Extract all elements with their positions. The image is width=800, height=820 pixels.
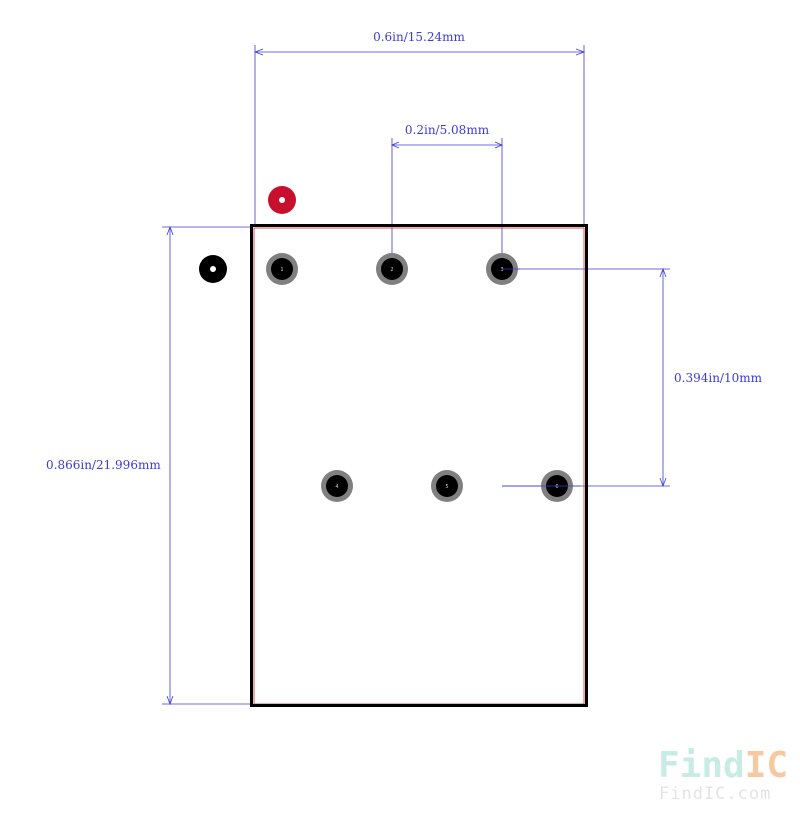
pin-pitch-dimension — [390, 138, 504, 269]
pin1-marker-red — [268, 186, 296, 214]
row-spacing-label: 0.394in/10mm — [674, 371, 763, 385]
overall-width-label: 0.6in/15.24mm — [373, 30, 465, 44]
overall-width-dimension — [253, 45, 586, 226]
pad-number-3: 3 — [500, 267, 503, 273]
pad-number-5: 5 — [445, 484, 448, 490]
package-outline — [250, 224, 588, 707]
courtyard-outline — [253, 227, 585, 705]
pad-number-4: 4 — [335, 484, 338, 490]
svg-text:FindIC: FindIC — [658, 745, 788, 786]
pad-2: 2 — [376, 253, 408, 285]
dimension-overlay-lines — [502, 268, 580, 487]
pad-1: 1 — [266, 253, 298, 285]
pad-number-2: 2 — [390, 267, 393, 273]
watermark-logo-ic: IC — [745, 745, 788, 786]
pad-number-1: 1 — [280, 267, 283, 273]
pin1-marker-black — [199, 255, 227, 283]
overall-height-dimension — [162, 225, 252, 706]
watermark-logo-find: Find — [658, 745, 745, 786]
overall-height-label: 0.866in/21.996mm — [46, 458, 161, 472]
pad-5: 5 — [431, 470, 463, 502]
pad-4: 4 — [321, 470, 353, 502]
watermark-url: FindIC.com — [659, 784, 771, 804]
findic-watermark: FindIC FindIC.com — [658, 745, 788, 804]
pad-number-6: 6 — [555, 484, 558, 490]
pin-pitch-label: 0.2in/5.08mm — [405, 123, 490, 137]
